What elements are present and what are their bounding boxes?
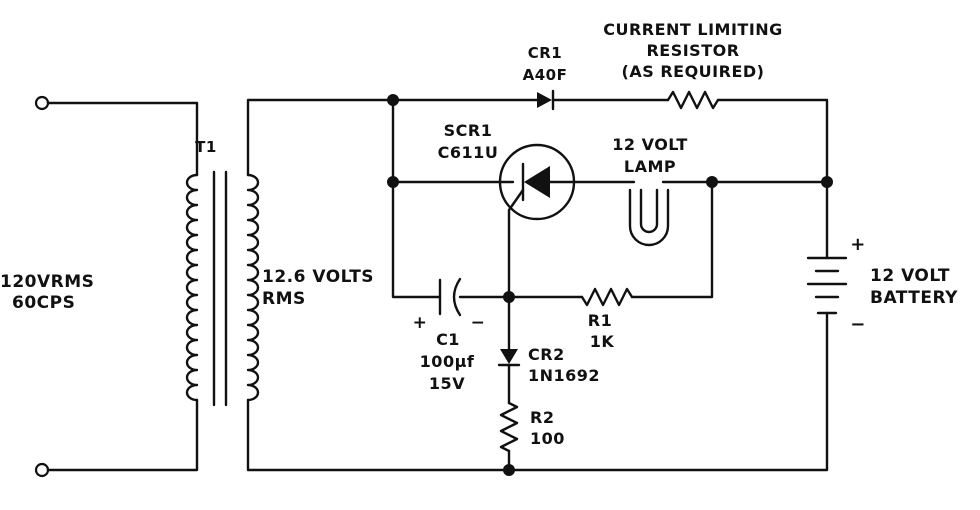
junction-dot — [387, 176, 399, 188]
c1-plus-label: + — [413, 313, 428, 333]
r2-value-label: 100 — [530, 429, 565, 448]
junction-dot — [706, 176, 718, 188]
top-rail-wire-3 — [716, 98, 829, 184]
c1-plate-curved — [452, 277, 462, 317]
battery-plus-label: + — [850, 234, 866, 255]
junction-dot — [821, 176, 833, 188]
current-limiting-resistor — [666, 90, 720, 110]
secondary-lead-top — [246, 98, 395, 177]
c1-value-label: 100µf — [420, 352, 475, 371]
input-voltage-label: 120VRMS — [0, 272, 94, 292]
battery-label-line2: BATTERY — [870, 288, 958, 308]
input-terminal-top — [34, 95, 50, 111]
secondary-lead-bottom — [246, 398, 512, 472]
scr1-symbol — [524, 166, 550, 198]
input-terminal-bottom — [34, 462, 50, 478]
lamp-label-line1: 12 VOLT — [612, 135, 688, 154]
junction-dot — [503, 291, 515, 303]
cr1-part-label: A40F — [523, 66, 568, 84]
primary-lead-bottom — [46, 398, 199, 472]
r2-lower-wire — [507, 311, 829, 472]
r1-return-wire — [630, 180, 714, 299]
lamp-filament — [639, 188, 659, 234]
transformer-label: T1 — [195, 138, 217, 156]
battery-minus-label: − — [850, 314, 866, 335]
scr1-gate-lead — [507, 188, 525, 299]
junction-dot — [387, 94, 399, 106]
r1-name-label: R1 — [588, 311, 612, 330]
battery-label-line1: 12 VOLT — [870, 266, 950, 286]
scr1-name-label: SCR1 — [444, 121, 493, 140]
left-vertical-wire — [391, 98, 442, 299]
secondary-rms-label: RMS — [262, 289, 306, 309]
cr2-diode-symbol — [500, 349, 518, 364]
c1-rating-label: 15V — [429, 374, 465, 393]
r1-value-label: 1K — [590, 332, 615, 351]
input-frequency-label: 60CPS — [12, 293, 75, 313]
resistor-label-line2: RESISTOR — [646, 41, 739, 60]
c1-minus-label: − — [471, 313, 486, 333]
resistor-label-line3: (AS REQUIRED) — [622, 62, 765, 81]
secondary-voltage-label: 12.6 VOLTS — [262, 267, 374, 287]
cr1-diode-symbol — [537, 92, 552, 108]
primary-lead-top — [46, 101, 199, 177]
cr1-name-label: CR1 — [528, 44, 563, 62]
r2-resistor — [499, 401, 519, 453]
scr1-part-label: C611U — [438, 143, 499, 162]
r2-name-label: R2 — [530, 408, 554, 427]
junction-dot — [503, 464, 515, 476]
resistor-label-line1: CURRENT LIMITING — [603, 20, 783, 39]
c1-name-label: C1 — [436, 330, 460, 349]
secondary-coil — [246, 173, 260, 402]
cr2-part-label: 1N1692 — [528, 366, 600, 385]
lamp-bulb — [628, 188, 670, 247]
primary-coil — [185, 173, 199, 402]
lamp-label-line2: LAMP — [624, 157, 676, 176]
r1-resistor — [580, 287, 634, 307]
cr2-name-label: CR2 — [528, 345, 565, 364]
